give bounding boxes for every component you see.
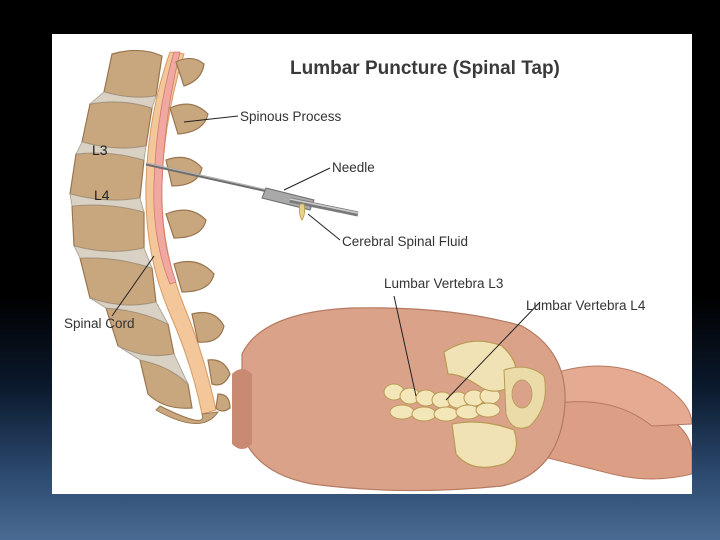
lumbar-puncture-diagram — [69, 49, 692, 492]
label-lumbar-vertebra-l3: Lumbar Vertebra L3 — [384, 276, 504, 291]
label-lumbar-vertebra-l4: Lumbar Vertebra L4 — [526, 298, 646, 313]
spine-section — [69, 49, 231, 424]
vertebra-label-l3: L3 — [92, 142, 108, 158]
needle-graphic — [145, 162, 359, 221]
diagram-title: Lumbar Puncture (Spinal Tap) — [290, 58, 560, 79]
label-spinous-process: Spinous Process — [240, 109, 342, 124]
vertebra-label-l4: L4 — [94, 187, 110, 203]
leader-lines — [111, 115, 541, 401]
patient-figure — [232, 307, 692, 492]
label-cerebral-spinal-fluid: Cerebral Spinal Fluid — [342, 234, 469, 249]
label-spinal-cord: Spinal Cord — [64, 316, 135, 331]
slide-canvas: Lumbar Puncture (Spinal Tap) Spinous Pro… — [52, 34, 692, 494]
label-needle: Needle — [332, 160, 375, 175]
